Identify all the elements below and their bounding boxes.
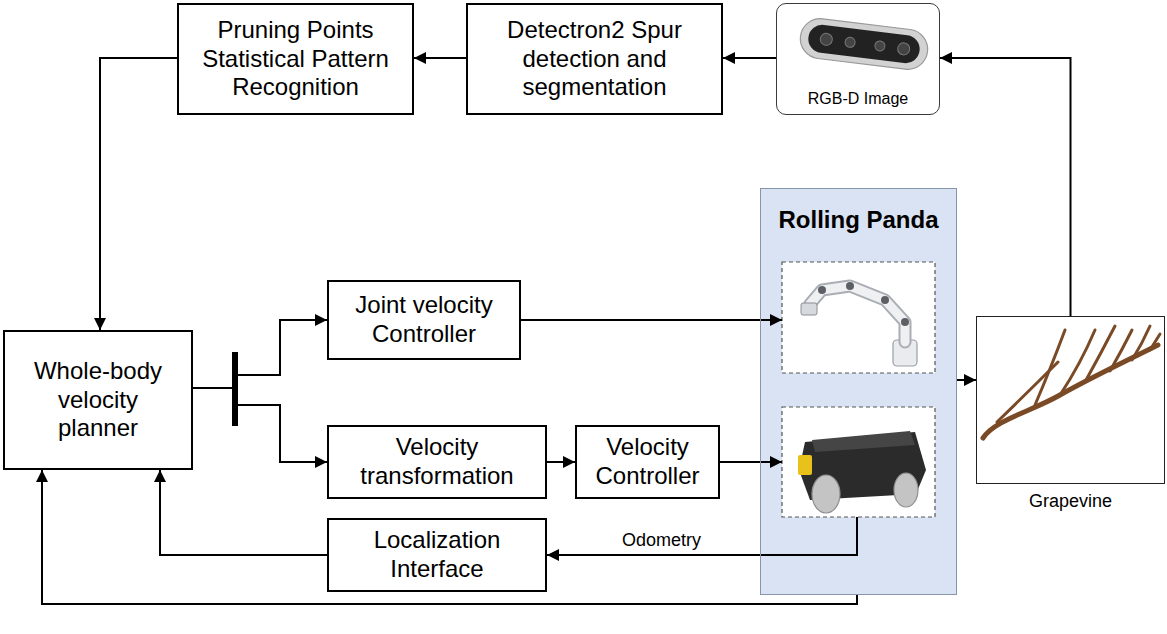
mobile-base-icon (798, 455, 812, 475)
flow-arrow (100, 58, 177, 330)
mobile-base-icon (812, 475, 840, 513)
mobile-base-icon (894, 473, 918, 507)
camera-icon (798, 16, 930, 71)
grapevine-drawing (1060, 330, 1095, 395)
edge-label: Odometry (620, 530, 703, 552)
flow-arrow (193, 320, 327, 388)
robot-panel: Rolling Panda (760, 188, 957, 595)
robot-panel-fill (760, 188, 957, 595)
camera-icon (820, 33, 833, 46)
camera-icon (874, 40, 885, 51)
planner-box: Whole-body velocity planner (3, 330, 193, 470)
box-label: Velocity transformation (335, 433, 539, 491)
box-label: Whole-body velocity planner (18, 357, 178, 443)
flow-arrow (940, 58, 1071, 316)
flow-arrow (547, 461, 575, 463)
box-label: RGB-D Image (808, 89, 908, 108)
robot-arm-icon (846, 282, 854, 290)
process-box: Detectron2 Spur detection and segmentati… (466, 3, 723, 115)
grapevine-drawing (1132, 326, 1150, 360)
flow-arrow (42, 470, 857, 604)
frame-outline (782, 262, 935, 373)
process-box: Velocity transformation (327, 425, 547, 499)
grapevine-drawing (1085, 326, 1115, 382)
flow-arrow (193, 388, 327, 462)
process-box: Pruning Points Statistical Pattern Recog… (177, 3, 414, 115)
robot-arm-icon (901, 318, 909, 326)
sensor-box: RGB-D Image (776, 3, 940, 115)
grapevine-drawing (1150, 334, 1160, 350)
mobile-base-icon (798, 431, 926, 513)
controller-box: Velocity Controller (575, 425, 720, 499)
flow-arrow (547, 517, 857, 555)
flow-arrow (521, 319, 782, 321)
robot-arm-icon (810, 286, 905, 342)
caption-label: Grapevine (1029, 491, 1112, 513)
box-label: Detectron2 Spur detection and segmentati… (474, 16, 715, 102)
camera-icon (897, 42, 910, 55)
flow-arrow (160, 470, 327, 555)
flow-arrow (720, 461, 782, 463)
box-label: Velocity Controller (583, 433, 712, 491)
plant-box: Grapevine (976, 316, 1165, 484)
box-label: Localization Interface (335, 526, 539, 584)
interface-box: Localization Interface (327, 518, 547, 592)
box-label: Pruning Points Statistical Pattern Recog… (185, 16, 406, 102)
grapevine-drawing (1110, 330, 1132, 371)
camera-icon (845, 37, 856, 48)
frame-outline (782, 407, 935, 517)
box-label: Joint velocity Controller (335, 291, 513, 349)
controller-box: Joint velocity Controller (327, 280, 521, 360)
panel-title: Rolling Panda (778, 206, 938, 235)
grapevine-drawing (983, 326, 1160, 438)
flow-arrow (957, 379, 976, 381)
camera-icon (807, 23, 922, 64)
robot-arm-icon (881, 296, 889, 304)
robot-arm-icon (818, 286, 826, 294)
robot-arm-icon (801, 303, 817, 315)
robot-arm-icon (810, 286, 905, 342)
flow-arrow (723, 57, 776, 59)
mobile-base-icon (812, 431, 915, 452)
flow-arrow (414, 57, 466, 59)
camera-icon (798, 16, 930, 71)
frame-outline (782, 262, 935, 517)
robot-arm-icon (801, 282, 917, 366)
